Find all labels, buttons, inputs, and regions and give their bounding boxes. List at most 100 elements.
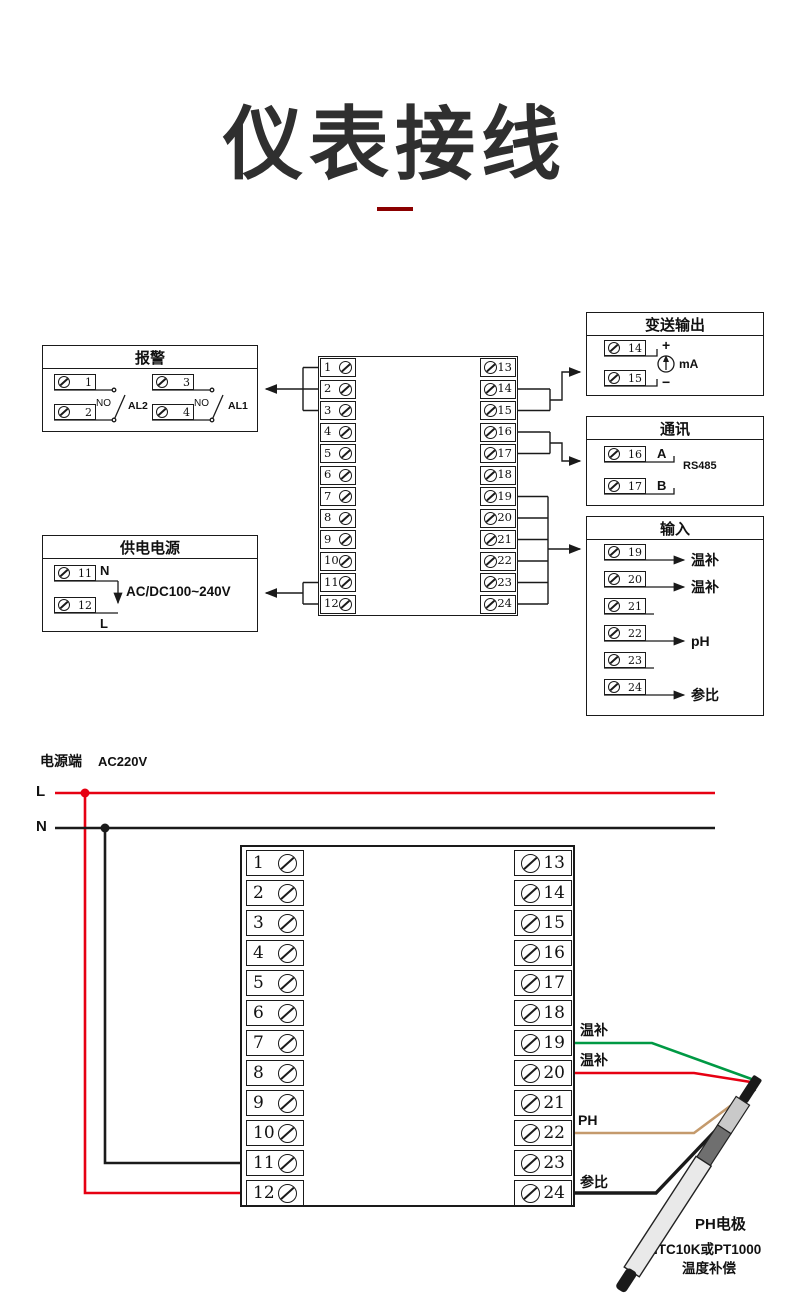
terminal-cell: 5 [246, 970, 304, 996]
terminal-cell: 13 [514, 850, 572, 876]
l-label: L [100, 616, 108, 631]
terminal-cell: 22 [604, 625, 646, 641]
screw-icon [521, 1003, 540, 1023]
screw-icon [484, 554, 497, 568]
screw-icon [339, 382, 352, 396]
terminal-cell: 14 [604, 340, 646, 356]
screw-icon [484, 447, 497, 460]
terminal-number: 6 [324, 467, 332, 482]
screw-icon [608, 627, 620, 639]
screw-icon [278, 883, 297, 903]
terminal-cell: 2 [320, 379, 356, 399]
terminal-cell: 1 [320, 358, 356, 377]
terminal-number: 4 [324, 424, 332, 439]
wire-label-22: PH [578, 1112, 598, 1128]
terminal-number: 24 [628, 680, 642, 694]
terminal-cell: 8 [320, 508, 356, 528]
screw-icon [339, 533, 352, 546]
screw-icon [278, 1153, 297, 1173]
wire-label-19: 温补 [580, 1022, 608, 1038]
terminal-number: 12 [324, 596, 339, 611]
terminal-number: 2 [85, 405, 92, 419]
terminal-cell: 16 [480, 422, 516, 442]
terminal-number: 13 [497, 359, 512, 374]
terminal-cell: 1 [54, 374, 96, 390]
screw-icon [58, 406, 70, 418]
terminal-cell: 3 [246, 910, 304, 936]
terminal-number: 1 [253, 852, 264, 873]
terminal-number: 3 [183, 375, 190, 389]
screw-icon [521, 1123, 540, 1143]
terminal-cell: 2 [246, 880, 304, 906]
terminal-number: 7 [253, 1032, 264, 1053]
terminal-number: 9 [253, 1092, 264, 1113]
screw-icon [484, 490, 497, 503]
terminal-number: 22 [497, 553, 512, 568]
screw-icon [484, 597, 497, 611]
top-bracket-power [264, 581, 318, 605]
input-label-20: 温补 [691, 579, 719, 595]
screw-icon [278, 853, 297, 873]
terminal-cell: 19 [514, 1030, 572, 1056]
terminal-cell: 20 [514, 1060, 572, 1086]
screw-icon [58, 567, 70, 579]
terminal-number: 15 [543, 912, 565, 933]
page-title: 仪表接线 [223, 100, 567, 189]
terminal-number: 6 [253, 1002, 264, 1023]
terminal-cell: 11 [320, 573, 356, 592]
terminal-cell: 4 [246, 940, 304, 966]
screw-icon [521, 913, 540, 933]
terminal-cell: 10 [320, 551, 356, 571]
terminal-cell: 18 [514, 1000, 572, 1026]
terminal-cell: 4 [320, 422, 356, 442]
plus-label: + [662, 337, 671, 353]
terminal-cell: 6 [320, 465, 356, 485]
terminal-number: 1 [324, 359, 332, 374]
terminal-cell: 5 [320, 444, 356, 463]
screw-icon [484, 468, 497, 482]
terminal-cell: 18 [480, 465, 516, 485]
terminal-cell: 21 [514, 1090, 572, 1116]
no-label-right: NO [194, 398, 209, 409]
top-bracket-comm [518, 431, 582, 466]
terminal-number: 23 [628, 653, 642, 667]
screw-icon [339, 361, 352, 374]
screw-icon [58, 376, 70, 388]
output-box-title: 变送输出 [587, 313, 763, 336]
terminal-cell: 11 [54, 565, 96, 581]
probe-sensor-label: NTC10K或PT1000 [648, 1242, 762, 1257]
screw-icon [278, 1003, 297, 1023]
terminal-number: 8 [253, 1062, 264, 1083]
terminal-cell: 17 [604, 478, 646, 494]
screw-icon [339, 576, 352, 589]
terminal-number: 16 [497, 424, 512, 439]
screw-icon [339, 447, 352, 460]
b-label: B [657, 478, 667, 493]
terminal-cell: 22 [480, 551, 516, 571]
probe-compensation-label: 温度补偿 [682, 1261, 736, 1276]
terminal-number: 3 [253, 912, 264, 933]
terminal-cell: 14 [480, 379, 516, 399]
screw-icon [339, 490, 352, 503]
terminal-number: 1 [85, 375, 92, 389]
terminal-number: 22 [628, 626, 642, 640]
terminal-cell: 17 [514, 970, 572, 996]
terminal-number: 12 [253, 1182, 275, 1203]
terminal-cell: 16 [604, 446, 646, 462]
screw-icon [521, 1063, 540, 1083]
wire-label-20: 温补 [580, 1052, 608, 1068]
screw-icon [521, 1093, 540, 1113]
probe-name-label: PH电极 [695, 1216, 746, 1233]
screw-icon [278, 1123, 297, 1143]
screw-icon [484, 425, 497, 439]
screw-icon [156, 406, 168, 418]
terminal-number: 23 [497, 574, 512, 589]
terminal-cell: 7 [246, 1030, 304, 1056]
screw-icon [484, 404, 497, 417]
